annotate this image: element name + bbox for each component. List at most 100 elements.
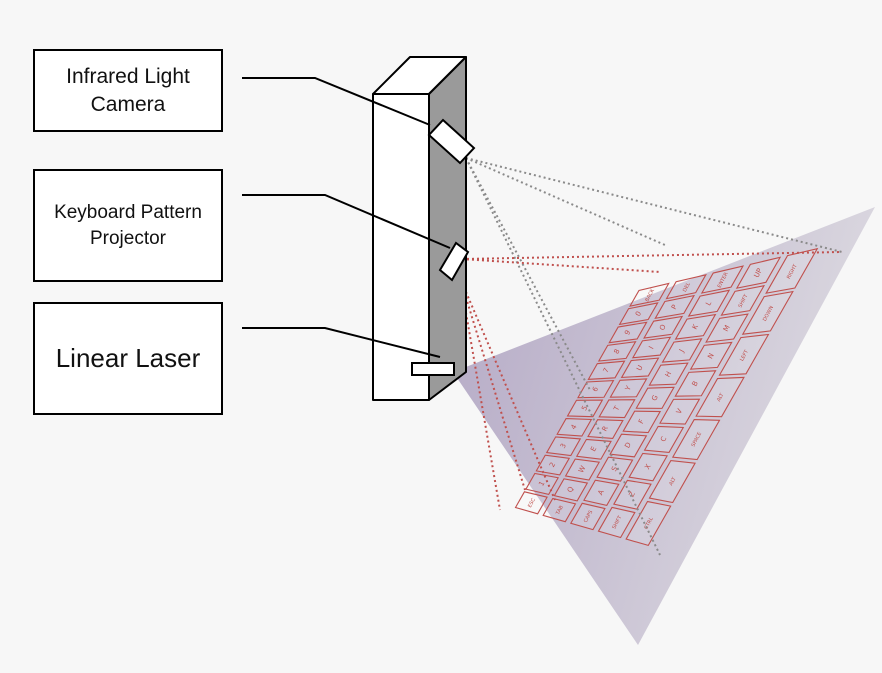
label-infrared-light-camera: Infrared Light Camera xyxy=(33,49,223,132)
keyboard-key-label: BACK xyxy=(644,287,656,302)
keyboard-key xyxy=(545,436,582,457)
keyboard-key-label: C xyxy=(659,435,668,443)
keyboard-key-label: H xyxy=(664,370,674,378)
keyboard-key-label: Z xyxy=(628,490,637,498)
keyboard-key xyxy=(648,362,689,386)
keyboard-key xyxy=(597,506,636,539)
keyboard-key-label: P xyxy=(670,303,679,310)
keyboard-key xyxy=(628,452,668,482)
keyboard-key xyxy=(631,336,672,359)
keyboard-key xyxy=(765,247,819,294)
keyboard-key-label: 0 xyxy=(634,310,643,318)
keyboard-key xyxy=(695,376,745,418)
keyboard-key-label: O xyxy=(658,323,668,332)
keyboard-key-label: ALT xyxy=(716,392,726,403)
keyboard-key xyxy=(687,289,731,317)
keyboard-key-label: 8 xyxy=(612,348,621,356)
keyboard-key xyxy=(648,459,696,504)
keyboard-key-label: Y xyxy=(623,384,633,393)
label-linear-laser: Linear Laser xyxy=(33,302,223,415)
keyboard-key xyxy=(720,284,766,316)
keyboard-key xyxy=(620,357,660,379)
keyboard-key xyxy=(671,419,721,461)
keyboard-key xyxy=(622,410,662,434)
device-side-face xyxy=(428,56,467,401)
keyboard-key-label: J xyxy=(677,348,686,354)
camera-sensor-icon xyxy=(427,118,476,165)
keyboard-key-label: ALT xyxy=(668,476,678,487)
keyboard-key-label: U xyxy=(635,364,644,372)
keyboard-key xyxy=(553,478,589,502)
keyboard-key-label: B xyxy=(691,380,700,388)
keyboard-key-label: S xyxy=(610,465,619,473)
keyboard-key xyxy=(566,399,604,418)
keyboard-key-label: I xyxy=(647,345,655,351)
keyboard-key-label: ESC xyxy=(527,497,537,509)
camera-view-lines xyxy=(465,157,843,556)
keyboard-key xyxy=(577,380,615,399)
keyboard-key xyxy=(628,282,670,307)
keyboard-key-label: T xyxy=(612,404,622,413)
keyboard-key-label: CAPS xyxy=(583,509,594,523)
keyboard-key xyxy=(598,399,636,419)
keyboard-key-label: 9 xyxy=(623,329,632,337)
device-front-face xyxy=(372,93,430,401)
keyboard-key xyxy=(674,313,717,340)
keyboard-key xyxy=(609,378,648,398)
keyboard-key xyxy=(613,479,652,510)
keyboard-key xyxy=(542,497,577,523)
keyboard-key-label: V xyxy=(675,407,684,415)
keyboard-key xyxy=(570,502,606,531)
keyboard-key xyxy=(596,456,634,482)
label-keyboard-pattern-projector: Keyboard Pattern Projector xyxy=(33,169,223,282)
label-camera-text: Infrared Light Camera xyxy=(66,64,190,116)
keyboard-key xyxy=(575,438,612,460)
keyboard-key xyxy=(609,433,648,458)
keyboard-key xyxy=(556,418,593,437)
keyboard-key-label: 2 xyxy=(548,461,557,469)
keyboard-key-label: X xyxy=(643,463,652,471)
keyboard-key xyxy=(700,265,745,294)
keyboard-key xyxy=(583,479,620,506)
keyboard-key-label: M xyxy=(722,324,732,333)
label-laser-text: Linear Laser xyxy=(55,343,201,374)
keyboard-key xyxy=(514,491,548,515)
keyboard-key-label: K xyxy=(691,323,700,331)
keyboard-key xyxy=(597,341,637,362)
keyboard-key xyxy=(535,454,571,476)
keyboard-key xyxy=(705,313,749,343)
keyboard-key-label: N xyxy=(706,352,716,360)
keyboard-key xyxy=(618,302,659,326)
keyboard-key-label: D xyxy=(623,441,633,450)
keyboard-key-label: 7 xyxy=(602,367,611,375)
keyboard-key-label: F xyxy=(637,418,646,425)
keyboard-key xyxy=(659,398,701,425)
keyboard-key-label: W xyxy=(577,464,587,474)
keyboard-key-label: TAB xyxy=(555,504,566,517)
keyboard-key-label: 6 xyxy=(591,385,600,393)
keyboard-key-label: Q xyxy=(566,485,576,494)
label-projector-text: Keyboard Pattern Projector xyxy=(54,202,202,249)
keyboard-key xyxy=(689,341,733,370)
keyboard-key-label: E xyxy=(589,445,598,453)
keyboard-key-label: G xyxy=(650,394,660,403)
keyboard-key xyxy=(564,458,601,481)
keyboard-key-label: UP xyxy=(753,267,764,279)
keyboard-key xyxy=(741,290,794,335)
keyboard-key xyxy=(587,360,626,380)
projector-beam-lines xyxy=(459,251,843,511)
keyboard-key xyxy=(718,333,770,376)
keyboard-key-label: R xyxy=(601,425,610,433)
laser-sensor-icon xyxy=(411,362,455,376)
keyboard-key xyxy=(525,472,560,496)
leader-lines xyxy=(242,77,451,358)
keyboard-key xyxy=(643,315,684,339)
projected-keyboard: ESC1234567890BACKTABQWERTYUIOPDELCAPSASD… xyxy=(514,247,819,547)
keyboard-key-label: LEFT xyxy=(739,348,750,362)
keyboard-key-label: 1 xyxy=(537,480,546,488)
keyboard-key xyxy=(635,386,675,409)
keyboard-key xyxy=(665,273,707,300)
keyboard-key-label: L xyxy=(704,300,713,307)
keyboard-key-label: 5 xyxy=(580,404,589,412)
